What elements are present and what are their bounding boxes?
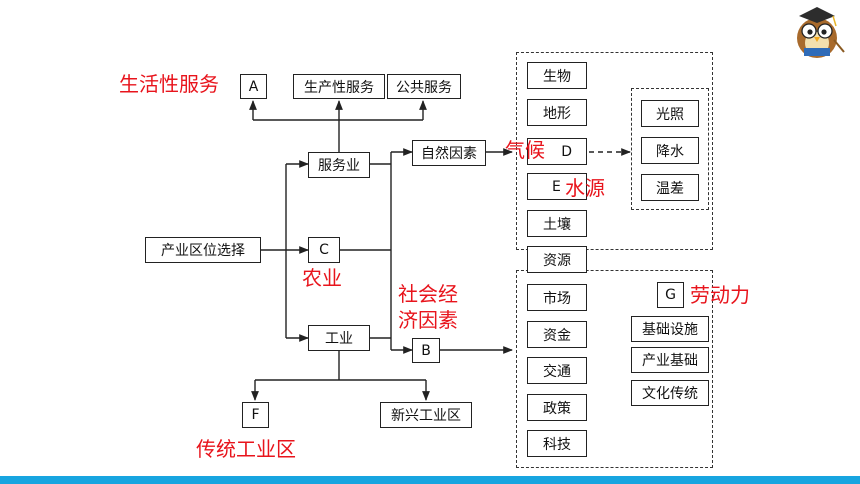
box-temp-range: 温差 — [641, 174, 699, 201]
box-capital: 资金 — [527, 321, 587, 348]
box-new-industrial-zone: 新兴工业区 — [380, 402, 472, 428]
box-public-service: 公共服务 — [387, 74, 461, 99]
box-g: G — [657, 282, 684, 308]
socio-economic-group — [516, 270, 713, 468]
box-cultural-tradition: 文化传统 — [631, 380, 709, 406]
box-c: C — [308, 237, 340, 263]
box-d-label: D — [561, 143, 572, 160]
box-precipitation: 降水 — [641, 137, 699, 164]
box-transport: 交通 — [527, 357, 587, 384]
owl-mascot-icon — [797, 7, 845, 58]
box-a: A — [240, 74, 267, 99]
answer-agriculture: 农业 — [302, 266, 342, 290]
box-sunlight: 光照 — [641, 100, 699, 127]
climate-detail-group — [631, 88, 709, 210]
answer-climate: 气候 — [505, 138, 545, 162]
box-e: E — [527, 173, 587, 200]
box-location-choice: 产业区位选择 — [145, 237, 261, 263]
natural-factors-group — [516, 52, 713, 250]
bottom-accent-bar — [0, 476, 860, 484]
box-d: D — [527, 138, 587, 165]
answer-socio-economic-line1: 社会经 — [398, 282, 458, 306]
box-policy: 政策 — [527, 394, 587, 421]
box-e-label: E — [552, 178, 561, 195]
answer-traditional-industrial-zone: 传统工业区 — [196, 437, 296, 461]
box-market: 市场 — [527, 284, 587, 311]
box-soil: 土壤 — [527, 210, 587, 237]
box-biology: 生物 — [527, 62, 587, 89]
box-landform: 地形 — [527, 99, 587, 126]
box-natural-factors: 自然因素 — [412, 140, 486, 166]
box-resources: 资源 — [527, 246, 587, 273]
box-b: B — [412, 338, 440, 363]
answer-labor: 劳动力 — [690, 283, 750, 307]
box-industry: 工业 — [308, 325, 370, 351]
box-infrastructure: 基础设施 — [631, 316, 709, 342]
answer-water: 水源 — [565, 176, 605, 200]
answer-living-service: 生活性服务 — [119, 72, 219, 96]
box-service-industry: 服务业 — [308, 152, 370, 178]
answer-socio-economic-line2: 济因素 — [398, 308, 458, 332]
box-production-service: 生产性服务 — [293, 74, 385, 99]
box-f: F — [242, 402, 269, 428]
box-industrial-base: 产业基础 — [631, 347, 709, 373]
box-technology: 科技 — [527, 430, 587, 457]
